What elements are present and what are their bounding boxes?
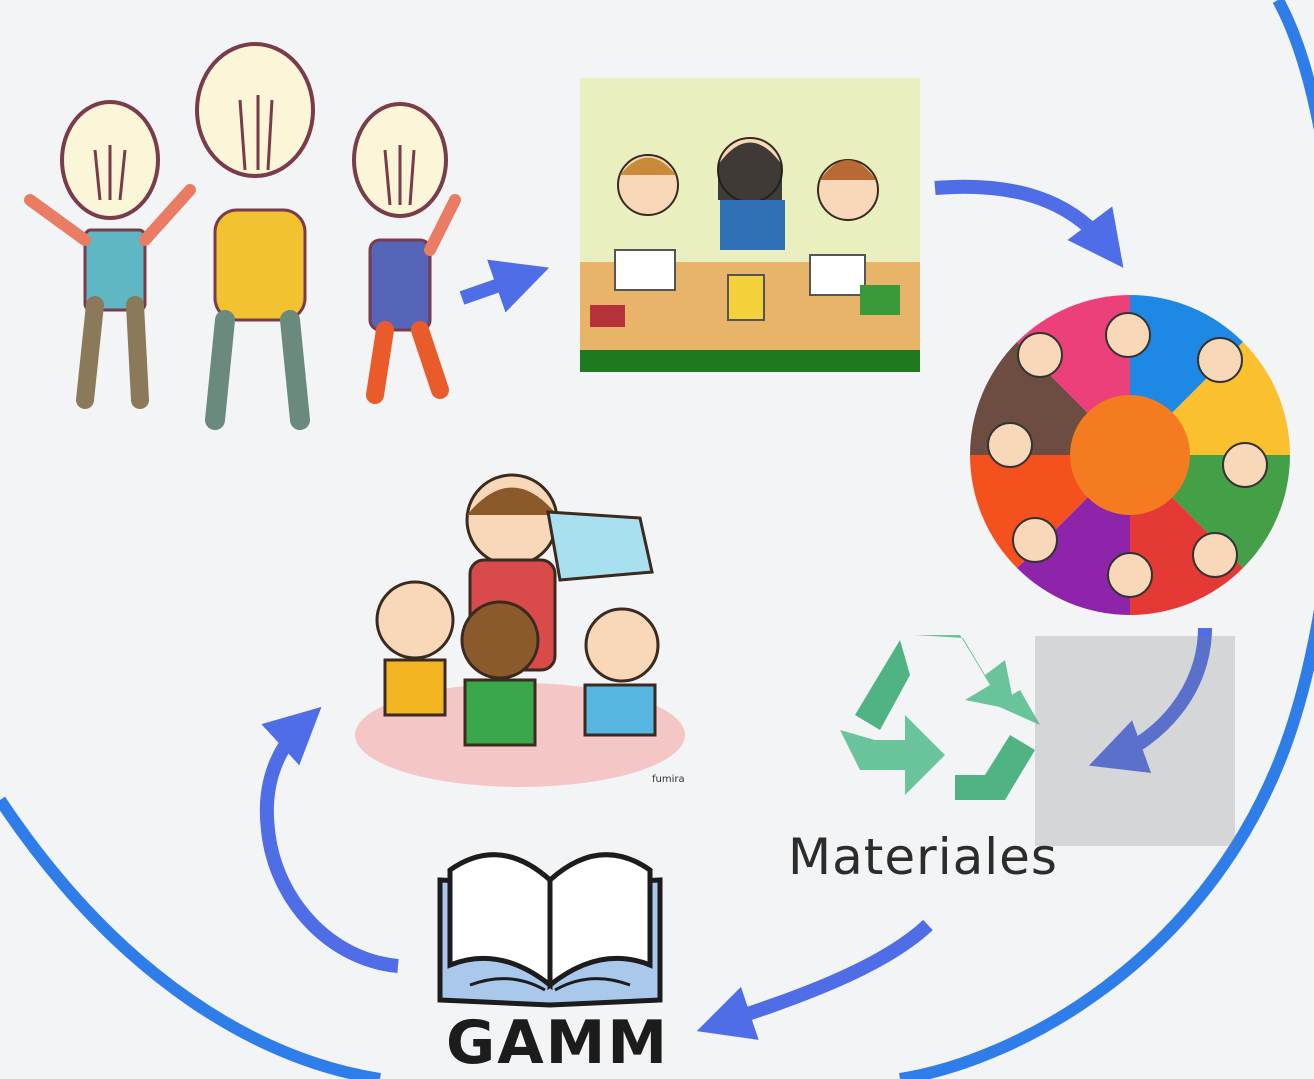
recycle-icon: [840, 635, 1040, 800]
gamm-label: GAMM: [446, 1008, 670, 1078]
lightbulb-people-illustration: [24, 42, 461, 430]
arrow-2: [934, 179, 1124, 268]
teacher-reading-illustration: [355, 473, 685, 787]
kids-studying-illustration: [580, 78, 920, 372]
arrow-5: [259, 706, 399, 973]
watermark-text: fumira: [652, 774, 685, 785]
arrow-4: [696, 919, 933, 1040]
book-icon: [437, 852, 663, 1008]
blurred-panel: [1035, 636, 1235, 846]
learning-wheel-illustration: [970, 295, 1290, 615]
materiales-label: Materiales: [788, 828, 1058, 886]
arrow-1: [459, 259, 550, 313]
arrow-3: [1088, 627, 1212, 773]
